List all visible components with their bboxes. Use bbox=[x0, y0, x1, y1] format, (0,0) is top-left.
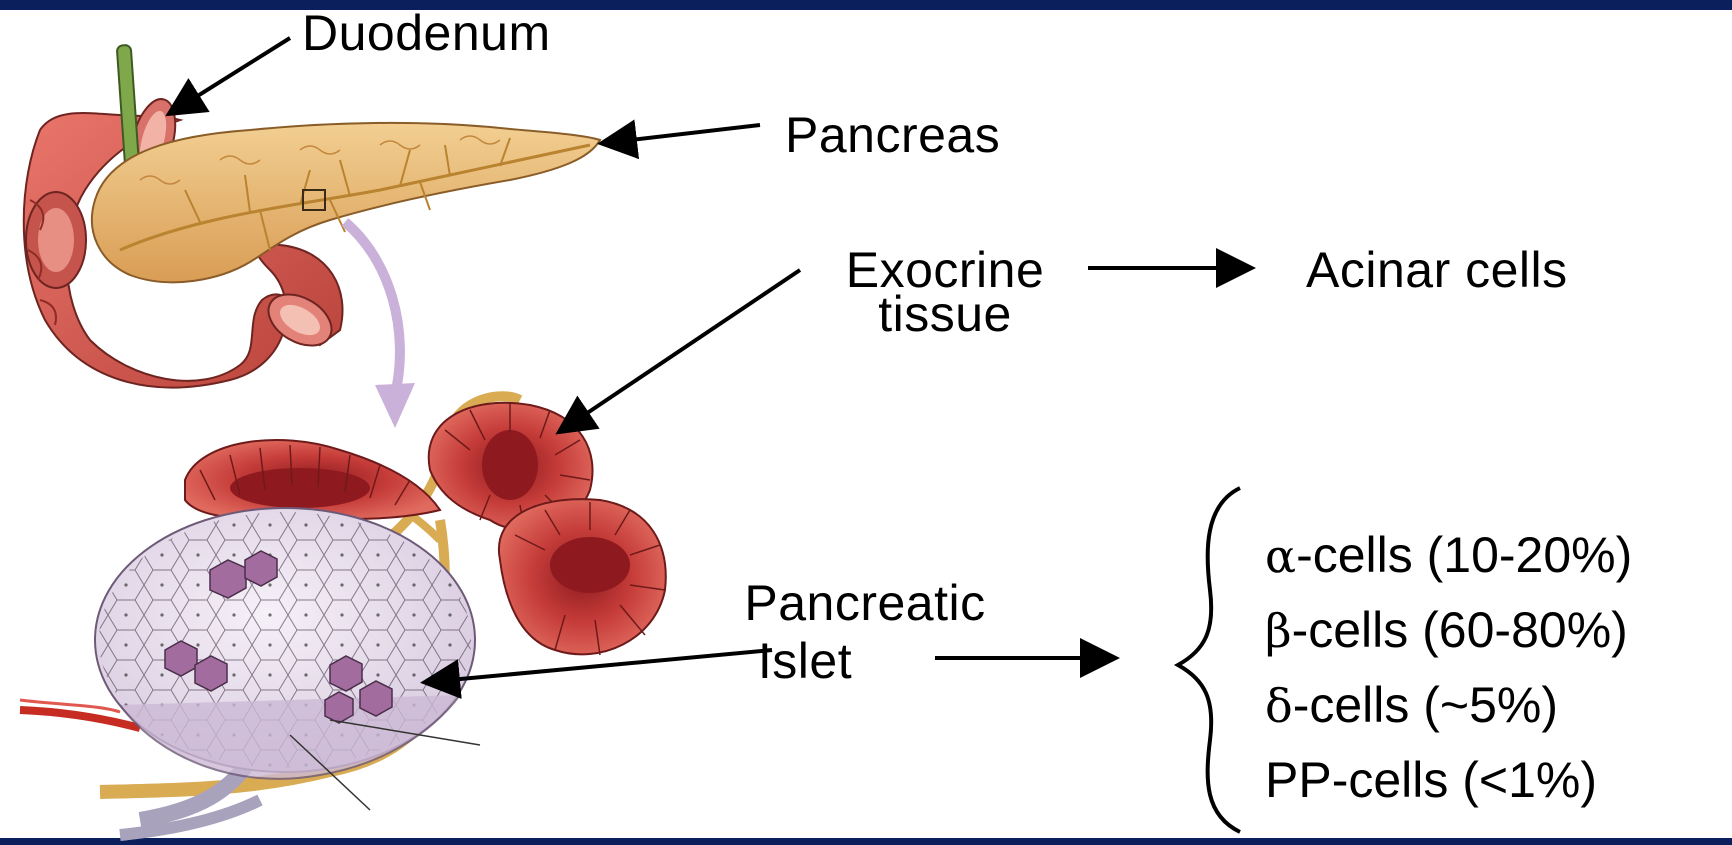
islet-cell-types-list: α-cells (10-20%) β-cells (60-80%) δ-cell… bbox=[1265, 518, 1632, 817]
delta-symbol: δ bbox=[1265, 679, 1293, 733]
acinar-cells-label: Acinar cells bbox=[1306, 245, 1568, 295]
arrow-to-duodenum bbox=[172, 38, 290, 112]
islet-line-1: Pancreatic bbox=[700, 578, 1030, 628]
beta-symbol: β bbox=[1265, 604, 1292, 658]
cell-type-delta-text: -cells (~5%) bbox=[1293, 677, 1558, 733]
cell-type-alpha-text: -cells (10-20%) bbox=[1296, 527, 1632, 583]
arrow-to-exocrine-tissue bbox=[562, 270, 800, 430]
pancreatic-islet bbox=[95, 508, 480, 810]
exocrine-tissue-label: Exocrine tissue bbox=[820, 245, 1070, 339]
cell-type-alpha: α-cells (10-20%) bbox=[1265, 518, 1632, 593]
arrow-to-pancreas bbox=[605, 125, 760, 143]
acinus-left bbox=[185, 440, 440, 519]
pancreas-label: Pancreas bbox=[785, 110, 1000, 160]
pancreatic-islet-label: Pancreatic Islet bbox=[700, 578, 1030, 686]
alpha-symbol: α bbox=[1265, 529, 1296, 583]
zoom-flow-arrow bbox=[345, 222, 415, 428]
acinus-right bbox=[499, 499, 666, 655]
cell-type-pp: PP-cells (<1%) bbox=[1265, 743, 1632, 817]
cell-type-delta: δ-cells (~5%) bbox=[1265, 668, 1632, 743]
cell-type-beta: β-cells (60-80%) bbox=[1265, 593, 1632, 668]
pancreas-illustration bbox=[92, 123, 600, 282]
cell-type-beta-text: -cells (60-80%) bbox=[1292, 602, 1628, 658]
duodenum-label: Duodenum bbox=[302, 8, 551, 58]
cell-type-pp-text: PP-cells (<1%) bbox=[1265, 752, 1597, 808]
islet-line-2: Islet bbox=[700, 636, 1030, 686]
cell-types-brace bbox=[1178, 488, 1240, 832]
